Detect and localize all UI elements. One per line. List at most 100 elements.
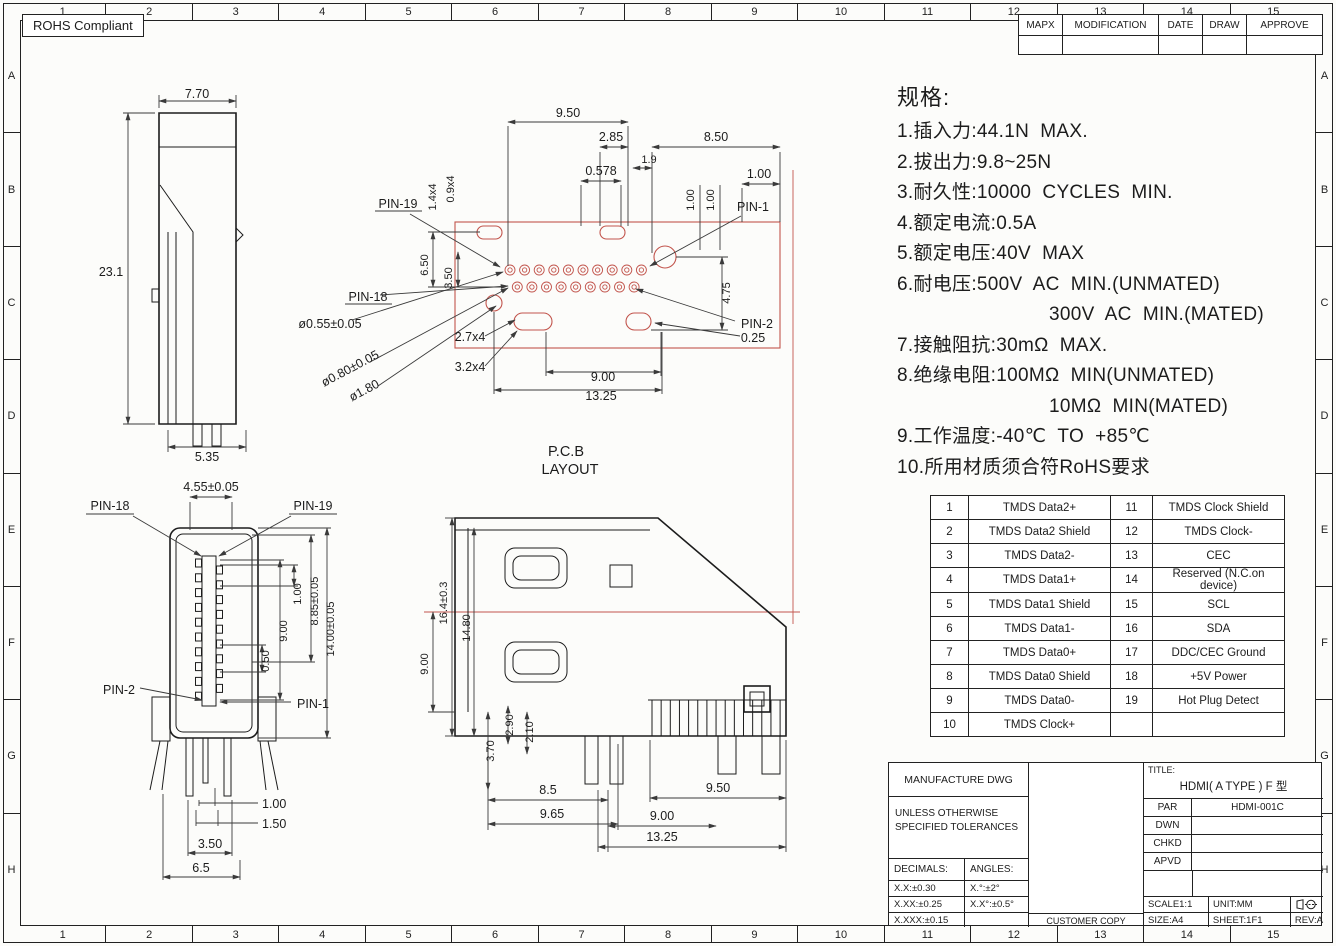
pcb-hole	[511, 281, 523, 293]
spec-line: 3.耐久性:10000 CYCLES MIN.	[897, 182, 1173, 203]
dim-label: 0.25	[741, 331, 765, 345]
dim-label: 6.5	[192, 861, 209, 875]
customer-copy-label: CUSTOMER COPY	[1029, 913, 1144, 927]
frame-row-label: B	[3, 132, 20, 245]
pcb-hole	[548, 264, 560, 276]
title-cell: TITLE: HDMI( A TYPE ) F 型	[1144, 763, 1323, 799]
pin-name-cell: TMDS Data1+	[968, 567, 1111, 593]
front-pin-contact	[195, 662, 202, 672]
dim-label: 5.35	[195, 450, 219, 464]
frame-col-label: 12	[970, 3, 1056, 20]
front-pin-contact	[195, 602, 202, 612]
revision-empty-cell	[1018, 35, 1063, 55]
pcb-hole-center	[624, 267, 630, 273]
side-section-view-drawing	[454, 517, 787, 785]
pcb-hole	[533, 264, 545, 276]
pcb-hole-center	[565, 267, 572, 273]
size-row: SIZE:A4 SHEET:1F1 REV:A	[1144, 913, 1323, 927]
tolerance-row: X.XXX:±0.15	[889, 913, 1029, 927]
scale-row: SCALE1:1 UNIT:MM	[1144, 897, 1323, 913]
pin-name-cell: CEC	[1152, 543, 1285, 568]
dim-label: 2.10	[524, 721, 536, 742]
frame-col-label: 10	[797, 3, 883, 20]
info-row-label: APVD	[1144, 853, 1192, 870]
dim-label: 6.50	[419, 254, 431, 275]
dim-label: 1.00	[705, 189, 717, 210]
pin-label: PIN-1	[297, 697, 329, 711]
tolerance-note-line2: SPECIFIED TOLERANCES	[895, 821, 1018, 833]
pcb-hole	[584, 281, 596, 293]
pin-name-cell: TMDS Data0 Shield	[968, 664, 1111, 689]
pcb-hole	[621, 264, 633, 276]
pin-name-cell: DDC/CEC Ground	[1152, 640, 1285, 665]
pcb-hole	[541, 281, 552, 293]
pin-number-cell: 19	[1110, 688, 1153, 713]
front-pin-contact	[195, 647, 202, 657]
info-row-value	[1192, 835, 1323, 852]
pin-number-cell: 2	[930, 519, 969, 544]
dim-label: 2.90	[504, 714, 516, 735]
pcb-hole-center	[536, 267, 542, 273]
dim-label: ø0.55±0.05	[298, 317, 361, 331]
dim-label: 2.7x4	[455, 330, 486, 344]
scale-value: SCALE1:1	[1144, 897, 1209, 912]
front-pin-contact	[195, 588, 202, 598]
frame-col-label: 8	[624, 3, 710, 20]
pin-name-cell: SDA	[1152, 616, 1285, 641]
frame-row-label: C	[3, 245, 20, 359]
dim-label: 3.50	[198, 837, 222, 851]
pcb-hole-center	[602, 284, 608, 290]
frame-col-label: 5	[364, 926, 451, 943]
frame-col-label: 3	[191, 3, 278, 20]
frame-row-label: A	[7, 70, 16, 83]
specifications-heading: 规格:	[897, 85, 951, 110]
dim-label: ø1.80	[347, 377, 382, 404]
frame-col-label: 3	[191, 926, 278, 943]
pin-name-cell: TMDS Data2-	[968, 543, 1111, 568]
tolerance-angle-value: X.°:±2°	[965, 881, 1029, 897]
revision-column-header: MODIFICATION	[1062, 14, 1159, 36]
frame-col-label: 9	[710, 926, 797, 943]
pin-name-cell: Hot Plug Detect	[1152, 688, 1285, 713]
pin-label: PIN-2	[103, 683, 135, 697]
pcb-layout-drawing	[424, 170, 800, 624]
pin-number-cell: 11	[1110, 495, 1153, 520]
spec-line: 10.所用材质须合符RoHS要求	[897, 456, 1150, 478]
dim-label: 8.50	[704, 130, 728, 144]
title-block-info-row: CHKD	[1144, 835, 1323, 853]
pcb-hole	[562, 264, 574, 276]
dim-label: 1.00	[685, 189, 697, 210]
front-pin-contact	[195, 617, 202, 627]
front-pin-contact	[216, 595, 223, 605]
frame-col-label: 10	[797, 926, 883, 943]
pcb-hole	[577, 264, 589, 276]
revision-empty-cell	[1246, 35, 1323, 55]
pin-number-cell: 15	[1110, 592, 1153, 617]
frame-col-label: 13	[1056, 926, 1143, 943]
technical-drawing-canvas: 7.70 23.1 5.35	[86, 87, 800, 880]
info-row-value	[1192, 817, 1323, 834]
decimals-header: DECIMALS:	[889, 859, 965, 881]
dim-label: 14.00±0.05	[325, 602, 337, 657]
pcb-hole-center	[638, 267, 645, 273]
tolerance-note-line1: UNLESS OTHERWISE	[895, 808, 999, 819]
front-pin-contact	[216, 654, 223, 664]
dim-label: 4.75	[721, 282, 733, 303]
pin-name-cell: Reserved (N.C.on device)	[1152, 567, 1285, 593]
pin-label: PIN-18	[91, 499, 130, 513]
front-view-drawing	[149, 527, 279, 797]
revision-column-header: APPROVE	[1246, 14, 1323, 36]
pin-label: PIN-19	[294, 499, 333, 513]
front-pin-contact	[216, 624, 223, 634]
dim-label: 13.25	[585, 389, 616, 403]
front-pin-contact	[195, 676, 202, 686]
unit-value: UNIT:MM	[1209, 897, 1291, 912]
frame-col-label: 7	[537, 926, 624, 943]
